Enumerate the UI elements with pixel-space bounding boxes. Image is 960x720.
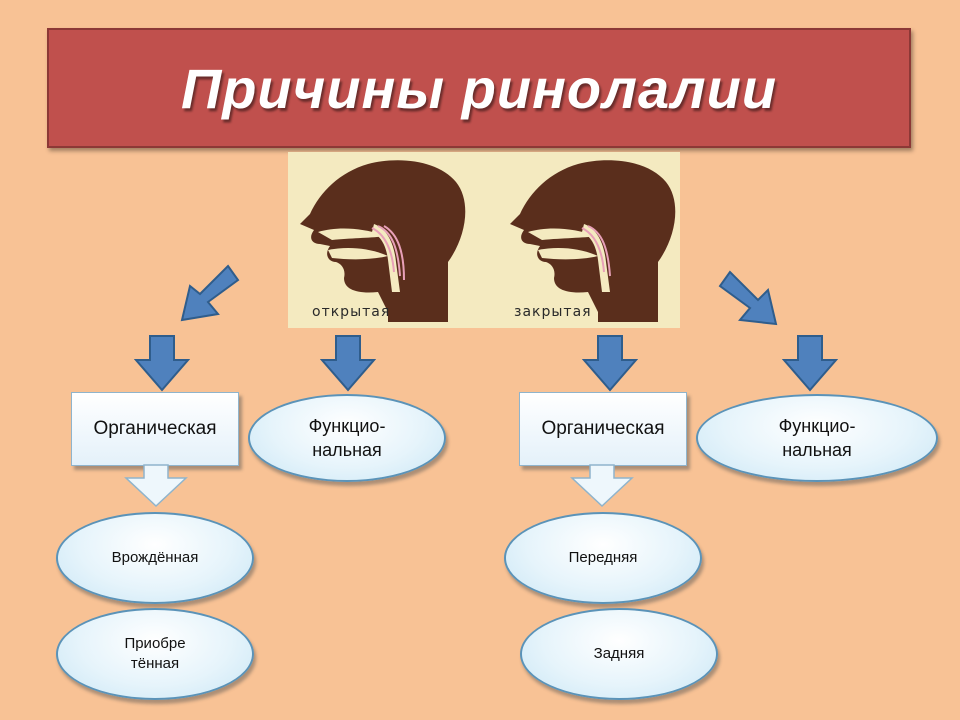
label-closed: закрытая: [514, 304, 592, 320]
organic-box-right: Органическая: [519, 392, 687, 466]
label-open: открытая: [312, 304, 390, 320]
head-closed-figure: [510, 160, 676, 322]
hollow-down-arrow-icon: [570, 464, 634, 508]
congenital-oval: Врождённая: [56, 512, 254, 604]
diagonal-arrow-right-icon: [718, 270, 778, 326]
anterior-oval: Передняя: [504, 512, 702, 604]
down-arrow-icon: [320, 335, 376, 392]
rhinolalia-illustration: открытая закрытая: [288, 152, 680, 328]
down-arrow-icon: [782, 335, 838, 392]
organic-box-left: Органическая: [71, 392, 239, 466]
hollow-down-arrow-icon: [124, 464, 188, 508]
diagonal-arrow-left-icon: [180, 264, 240, 322]
page-title: Причины ринолалии: [180, 56, 778, 120]
posterior-oval: Задняя: [520, 608, 718, 700]
functional-oval-left: Функцио- нальная: [248, 394, 446, 482]
functional-oval-right: Функцио- нальная: [696, 394, 938, 482]
down-arrow-icon: [134, 335, 190, 392]
head-open-figure: [300, 160, 466, 322]
acquired-oval: Приобре тённая: [56, 608, 254, 700]
down-arrow-icon: [582, 335, 638, 392]
title-banner: Причины ринолалии: [47, 28, 911, 148]
